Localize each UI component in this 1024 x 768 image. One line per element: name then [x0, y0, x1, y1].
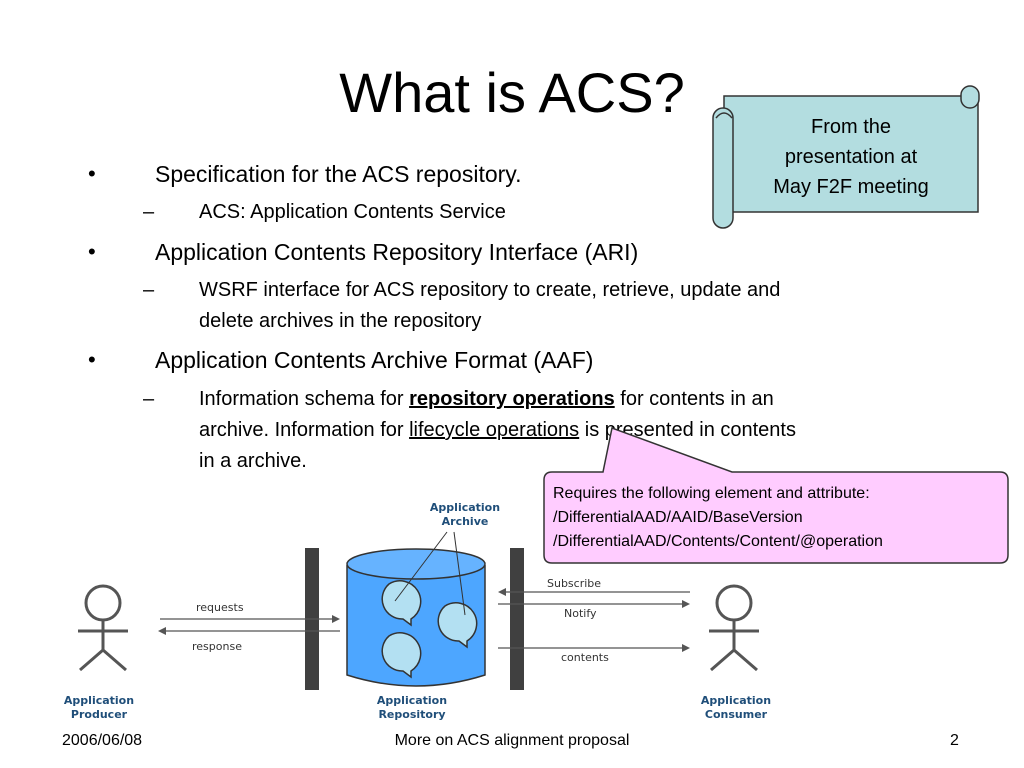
callout-line: /DifferentialAAD/AAID/BaseVersion [553, 509, 803, 526]
contents-label: contents [561, 651, 609, 664]
footer-title: More on ACS alignment proposal [394, 732, 630, 749]
label-line: Consumer [704, 708, 768, 721]
label-line: Application [700, 694, 772, 707]
sub-bullet-text-line3: in a archive. [199, 450, 307, 472]
bullet-text: Application Contents Repository Interfac… [155, 239, 639, 265]
sub-bullet-marker: – [143, 201, 155, 223]
slide-title: What is ACS? [339, 61, 685, 124]
callout-line: presentation at [784, 146, 918, 168]
response-arrow [158, 627, 340, 635]
archive-leader-line [394, 531, 448, 602]
label-line: Application [376, 694, 448, 707]
sub-bullet-text-line1: Information schema for repository operat… [199, 384, 774, 415]
scroll-callout-text: From the presentation at May F2F meeting [734, 112, 968, 202]
consumer-label: Application Consumer [676, 694, 796, 722]
footer-date: 2006/06/08 [62, 732, 143, 749]
text-run: archive. Information for [199, 419, 410, 441]
callout-line: Requires the following element and attri… [553, 485, 870, 502]
bullet-text: Specification for the ACS repository. [155, 161, 522, 187]
scroll-callout-shape [712, 85, 980, 229]
archive-bubble [381, 580, 422, 627]
emphasis-lifecycle-operations: lifecycle operations [409, 419, 580, 441]
archive-bubble [381, 632, 422, 679]
sub-bullet-text-line1: WSRF interface for ACS repository to cre… [199, 279, 781, 301]
subscribe-arrow [498, 588, 690, 596]
label-line: Archive [441, 515, 489, 528]
requests-arrow [160, 615, 340, 623]
label-line: Repository [378, 708, 446, 721]
bullet-marker: • [88, 161, 96, 186]
sub-bullet-text: ACS: Application Contents Service [199, 201, 506, 223]
notify-label: Notify [564, 607, 597, 620]
pink-callout-shape [543, 426, 1009, 564]
sub-bullet-text-line2: delete archives in the repository [199, 310, 482, 332]
text-run: for contents in an [614, 388, 774, 410]
callout-line: /DifferentialAAD/Contents/Content/@opera… [553, 533, 883, 550]
text-run: Information schema for [199, 388, 410, 410]
contents-arrow [498, 644, 690, 652]
emphasis-repository-operations: repository operations [409, 388, 615, 410]
producer-label: Application Producer [39, 694, 159, 722]
bullet-marker: • [88, 347, 96, 372]
bullet-text: Application Contents Archive Format (AAF… [155, 347, 594, 373]
consumer-actor-icon [709, 584, 759, 672]
label-line: Producer [70, 708, 128, 721]
response-label: response [192, 640, 242, 653]
label-line: Application [63, 694, 135, 707]
text-run: is presented in contents [579, 419, 796, 441]
label-line: Application [429, 501, 501, 514]
sub-bullet-text-line2: archive. Information for lifecycle opera… [199, 415, 796, 446]
subscribe-label: Subscribe [547, 577, 602, 590]
callout-line: May F2F meeting [773, 176, 929, 198]
bullet-marker: • [88, 239, 96, 264]
footer-page-number: 2 [950, 732, 959, 749]
producer-actor-icon [78, 584, 128, 672]
sub-bullet-marker: – [143, 388, 155, 410]
pink-callout-text: Requires the following element and attri… [553, 482, 993, 554]
requests-label: requests [196, 601, 244, 614]
notify-arrow [498, 600, 690, 608]
archive-leader-line [453, 531, 466, 616]
repository-cylinder [346, 548, 486, 687]
repository-label: Application Repository [352, 694, 472, 722]
sub-bullet-marker: – [143, 279, 155, 301]
archive-label: Application Archive [405, 501, 525, 529]
consumer-wall [510, 548, 524, 690]
callout-line: From the [810, 116, 892, 138]
